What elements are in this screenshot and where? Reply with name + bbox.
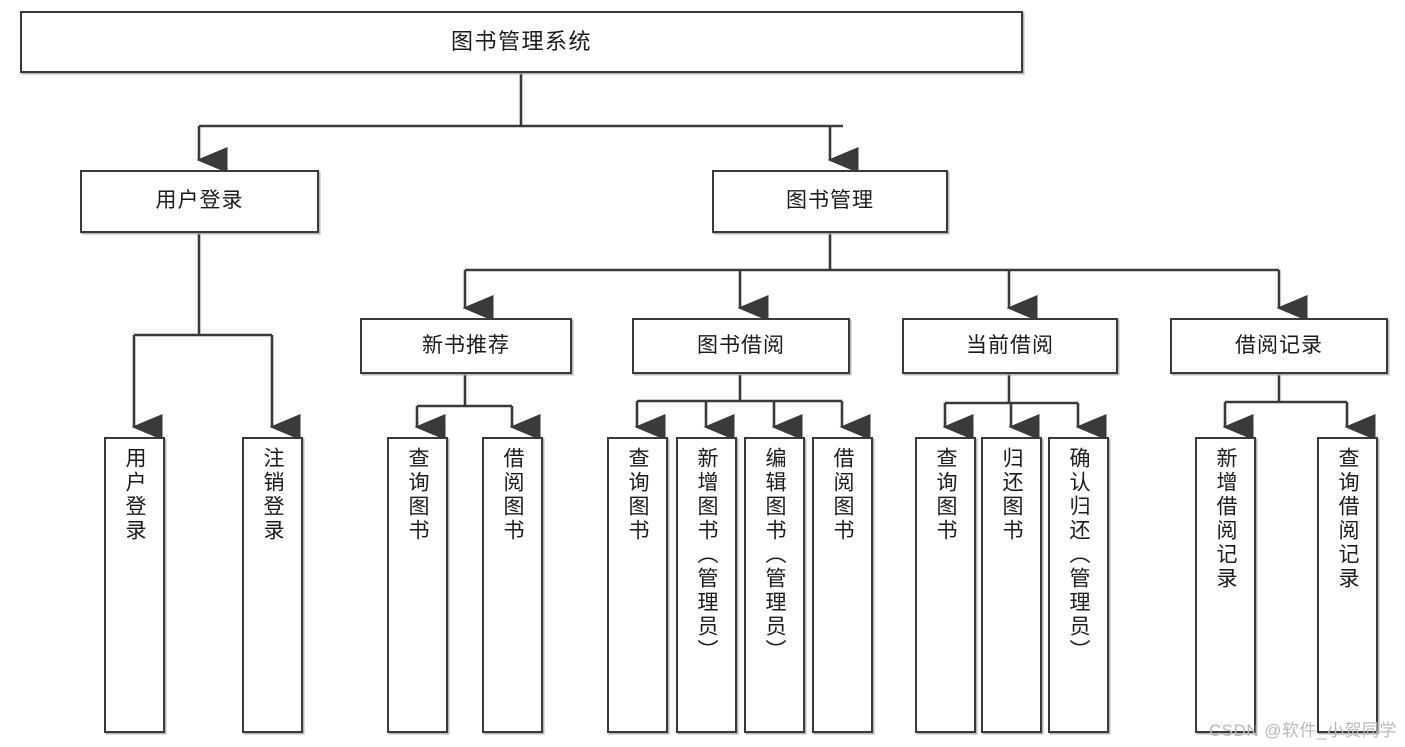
node-new-book-recommend[interactable]: 新书推荐: [360, 318, 572, 374]
node-label: 查询图书: [934, 447, 957, 543]
node-label: 查询图书: [406, 447, 429, 543]
node-label: 用户登录: [155, 189, 244, 213]
csdn-watermark: CSDN @软件_小贺同学: [1208, 721, 1397, 740]
node-leaf-add-book[interactable]: 新增图书（管理员）: [676, 437, 737, 733]
node-label: 查询借阅记录: [1336, 447, 1359, 591]
node-leaf-query-book-2[interactable]: 查询图书: [607, 437, 668, 733]
node-current-borrow[interactable]: 当前借阅: [902, 318, 1118, 374]
node-label: 归还图书: [1000, 447, 1023, 543]
node-label: 编辑图书（管理员）: [763, 447, 786, 663]
node-label: 新增借阅记录: [1214, 447, 1237, 591]
node-leaf-query-book-1[interactable]: 查询图书: [387, 437, 448, 733]
node-label: 查询图书: [626, 447, 649, 543]
node-label: 当前借阅: [966, 333, 1054, 357]
node-leaf-edit-book[interactable]: 编辑图书（管理员）: [744, 437, 805, 733]
node-leaf-return-book[interactable]: 归还图书: [981, 437, 1042, 733]
node-user-login[interactable]: 用户登录: [80, 170, 319, 233]
node-leaf-add-record[interactable]: 新增借阅记录: [1195, 437, 1256, 733]
node-label: 用户登录: [123, 447, 146, 543]
node-label: 图书借阅: [697, 333, 785, 357]
node-book-manage[interactable]: 图书管理: [712, 170, 948, 233]
node-borrow-record[interactable]: 借阅记录: [1170, 318, 1388, 374]
node-leaf-user-logout[interactable]: 注销登录: [242, 437, 303, 733]
node-leaf-user-login[interactable]: 用户登录: [104, 437, 165, 733]
node-label: 借阅图书: [501, 447, 524, 543]
node-root-book-management-system[interactable]: 图书管理系统: [20, 11, 1023, 73]
node-label: 注销登录: [261, 447, 284, 543]
node-leaf-confirm-return[interactable]: 确认归还（管理员）: [1048, 437, 1109, 733]
node-label: 确认归还（管理员）: [1067, 447, 1090, 663]
node-leaf-query-record[interactable]: 查询借阅记录: [1317, 437, 1378, 733]
node-leaf-borrow-book-1[interactable]: 借阅图书: [482, 437, 543, 733]
node-leaf-query-book-3[interactable]: 查询图书: [915, 437, 976, 733]
node-label: 新书推荐: [422, 333, 510, 357]
node-label: 借阅记录: [1235, 333, 1323, 357]
node-label: 借阅图书: [831, 447, 854, 543]
node-book-borrow[interactable]: 图书借阅: [632, 318, 850, 374]
node-label: 图书管理: [786, 189, 874, 213]
node-leaf-borrow-book-2[interactable]: 借阅图书: [812, 437, 873, 733]
node-label: 图书管理系统: [450, 29, 592, 55]
node-label: 新增图书（管理员）: [695, 447, 718, 663]
